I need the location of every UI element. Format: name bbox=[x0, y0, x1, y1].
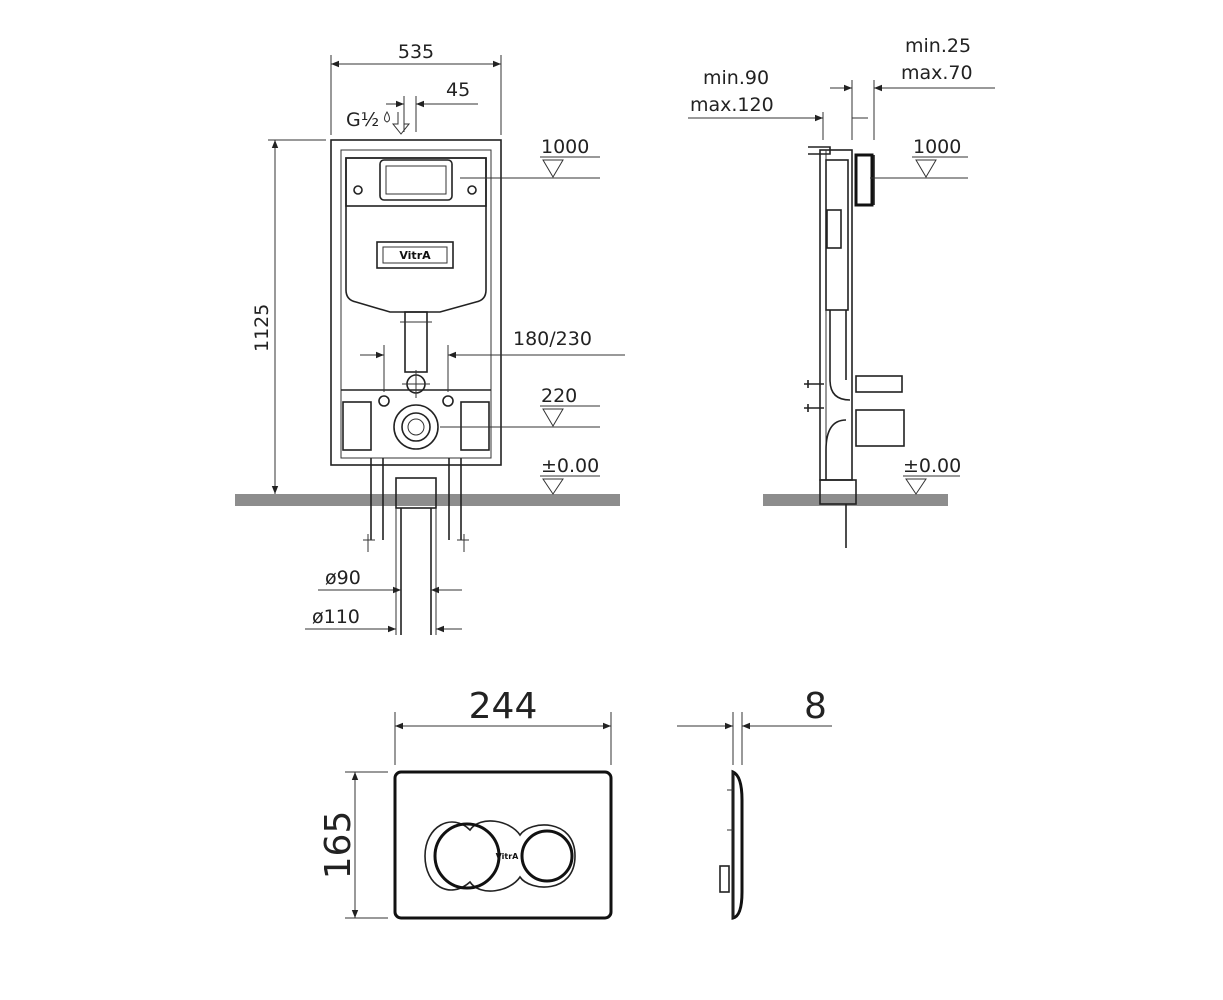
side-level-top-label: 1000 bbox=[913, 136, 961, 158]
depth-min-label: min.90 bbox=[703, 67, 769, 89]
soil-pipe-socket bbox=[395, 477, 437, 509]
level-floor-label: ±0.00 bbox=[541, 455, 599, 477]
flush-button-large bbox=[433, 822, 501, 890]
bolt-right bbox=[467, 185, 477, 195]
plate-brand-logo: VitrA bbox=[496, 852, 520, 861]
water-inlet-arrow-icon bbox=[391, 112, 411, 135]
block-left bbox=[342, 401, 372, 451]
side-base bbox=[819, 479, 857, 505]
flush-opening-inner bbox=[385, 165, 447, 195]
fixing-bolt-right bbox=[442, 395, 454, 407]
cistern-top bbox=[345, 157, 487, 207]
leg-right bbox=[448, 458, 462, 540]
level-floor-marker bbox=[542, 478, 564, 495]
level-1000-marker bbox=[542, 159, 564, 178]
flush-plate-front: VitrA 244 165 bbox=[318, 686, 613, 920]
block-right bbox=[460, 401, 490, 451]
side-bracket-top bbox=[808, 146, 831, 155]
side-level-1000-marker bbox=[915, 159, 937, 178]
frame-outer bbox=[330, 139, 502, 466]
bolt-left bbox=[353, 185, 363, 195]
side-level-floor-marker bbox=[905, 478, 927, 495]
pipe-small-label: ø90 bbox=[325, 567, 361, 589]
leg-foot-right bbox=[457, 534, 469, 552]
flush-opening bbox=[379, 159, 453, 201]
side-view: 1000 ±0.00 min.90 max.120 min.25 max.70 bbox=[688, 35, 995, 548]
leg-left bbox=[370, 458, 384, 540]
dim-span-label: 180/230 bbox=[513, 328, 592, 350]
flush-buttons-outline bbox=[424, 820, 576, 892]
brand-logo: VitrA bbox=[399, 249, 431, 262]
plate-side-profile bbox=[731, 769, 744, 920]
plate-width-label: 244 bbox=[469, 686, 538, 727]
side-downpipe bbox=[829, 310, 851, 401]
dim-height-label: 1125 bbox=[251, 304, 273, 352]
side-valve bbox=[826, 209, 842, 249]
cistern-body bbox=[345, 157, 487, 313]
water-drop-icon bbox=[384, 111, 390, 123]
side-level-floor-label: ±0.00 bbox=[903, 455, 961, 477]
fixing-bolt-left bbox=[378, 395, 390, 407]
outlet-inner bbox=[401, 412, 431, 442]
pipe-large-label: ø110 bbox=[312, 606, 360, 628]
side-outlet-upper bbox=[855, 375, 903, 393]
level-top-label: 1000 bbox=[541, 136, 589, 158]
plate-thickness-label: 8 bbox=[804, 686, 827, 727]
outlet-core bbox=[407, 418, 425, 436]
side-bolt-2 bbox=[804, 404, 824, 412]
downpipe bbox=[404, 311, 428, 373]
side-cistern bbox=[825, 159, 849, 311]
plate-side-clip bbox=[719, 865, 730, 893]
leg-foot-left bbox=[363, 534, 375, 552]
plate-height-label: 165 bbox=[318, 811, 359, 880]
front-view: VitrA 535 bbox=[235, 41, 625, 635]
flush-plate-side: 8 bbox=[677, 686, 832, 920]
side-flush-knob bbox=[854, 153, 874, 207]
flush-button-small bbox=[520, 829, 574, 883]
level-outlet-label: 220 bbox=[541, 385, 577, 407]
brand-plate-inner bbox=[382, 246, 448, 264]
dim-offset-label: 45 bbox=[446, 79, 470, 101]
side-bolt-1 bbox=[804, 380, 824, 388]
outlet-outer bbox=[393, 404, 439, 450]
side-outlet-lower bbox=[855, 409, 905, 447]
thread-label: G½ bbox=[346, 109, 379, 131]
brand-plate bbox=[376, 241, 454, 269]
level-220-marker bbox=[542, 408, 564, 427]
frame-inner bbox=[340, 149, 492, 459]
floor-band bbox=[235, 494, 620, 506]
depth-max-label: max.120 bbox=[690, 94, 774, 116]
wall-max-label: max.70 bbox=[901, 62, 973, 84]
wall-min-label: min.25 bbox=[905, 35, 971, 57]
plate-outline bbox=[393, 770, 613, 920]
dim-width-label: 535 bbox=[398, 41, 434, 63]
side-bend bbox=[825, 419, 847, 480]
